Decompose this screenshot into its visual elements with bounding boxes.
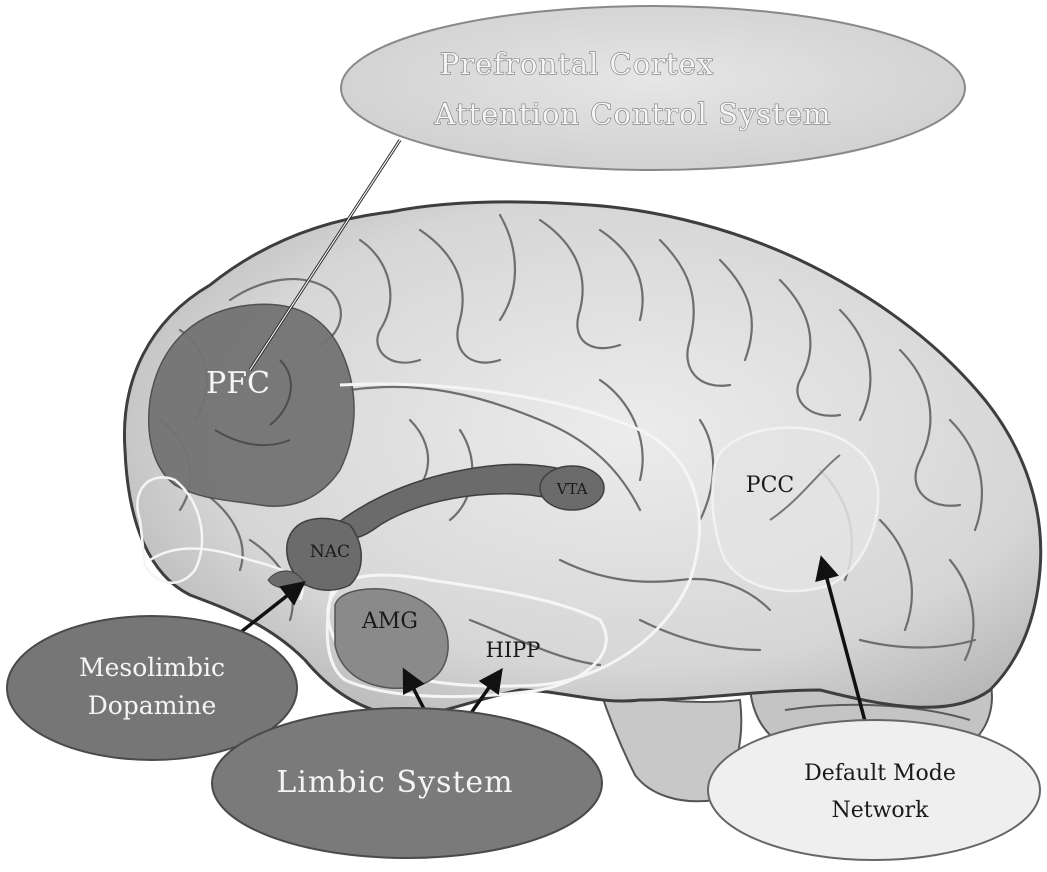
pfc-system-callout-line1: Prefrontal Cortex	[440, 47, 714, 81]
pfc-label: PFC	[206, 366, 270, 401]
nac-label: NAC	[310, 542, 350, 562]
mesolimbic-callout-line1: Mesolimbic	[79, 653, 225, 682]
dmn-callout-line1: Default Mode	[804, 761, 956, 786]
pcc-region	[712, 428, 878, 591]
amg-label: AMG	[361, 609, 418, 634]
dmn-callout	[708, 720, 1040, 860]
limbic-callout-label: Limbic System	[276, 765, 513, 800]
dmn-callout-line2: Network	[831, 798, 929, 823]
hipp-label: HIPP	[486, 638, 541, 662]
vta-label: VTA	[556, 480, 588, 498]
pfc-system-callout	[341, 6, 965, 170]
pfc-system-callout-line2: Attention Control System	[433, 97, 831, 131]
mesolimbic-callout-line2: Dopamine	[88, 691, 217, 720]
pcc-label: PCC	[746, 473, 794, 498]
